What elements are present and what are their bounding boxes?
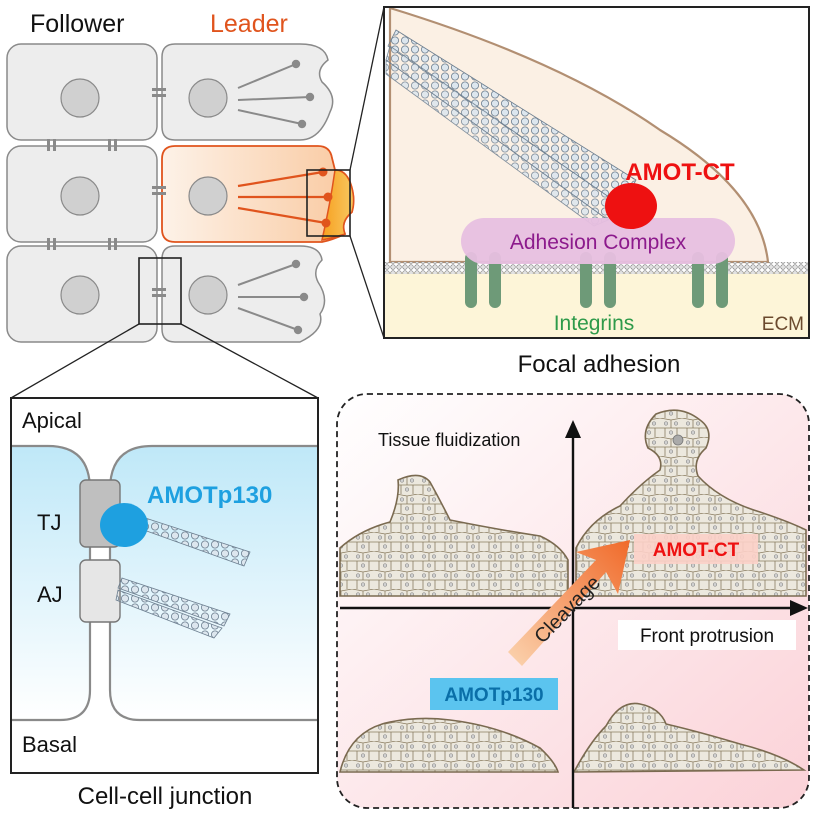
basal-label: Basal [22,732,77,757]
junction-caption: Cell-cell junction [78,783,253,810]
apical-label: Apical [22,408,82,433]
tissue-top-left [339,474,569,597]
junction-marks [47,88,166,297]
quadrant-frame [336,393,810,809]
junction-cell-right [110,446,318,720]
cell-sheet-panel: Follower Leader [6,6,385,399]
ecm-label: ECM [762,314,804,335]
tissue-bottom-right [572,702,807,773]
stress-fibers-leader [237,167,333,228]
amot-ct-dot [605,183,657,229]
stress-fibers-top [237,59,315,129]
x-axis-arrowhead [790,600,808,616]
tissue-bottom-left [338,717,560,773]
aj-label: AJ [37,582,63,607]
amotp130-dot [100,503,148,547]
junction-panel: AMOTp130 TJ AJ Apical Basal Cell-cell ju… [10,397,319,810]
amot-ct-badge [634,534,758,564]
quadrant-amot-ct-label: AMOT-CT [653,540,740,561]
adherens-junction [79,559,121,623]
amotp130-badge [430,678,558,710]
x-axis-label-box [618,620,796,650]
leader-label: Leader [210,10,288,38]
follower-label: Follower [30,10,124,38]
y-axis-arrowhead [565,420,581,438]
integrins [465,252,728,308]
adhesion-complex-label: Adhesion Complex [510,231,687,254]
follower-nucleus-middle [60,176,100,216]
zoom-line [180,323,319,399]
adhesion-complex [461,218,735,264]
junction-frame [10,397,319,774]
focal-adhesion-panel: Adhesion Complex AMOT-CT Integrins ECM F… [383,6,810,378]
leader-nucleus [188,176,228,216]
junction-cell-left [11,446,90,720]
quadrant-amotp130-label: AMOTp130 [444,685,543,706]
quadrant-panel: Tissue fluidization Front protrusion Cle… [336,393,810,809]
cleavage-arrow [508,540,630,666]
amot-ct-label: AMOT-CT [625,159,735,186]
tj-label: TJ [37,510,61,535]
protruding-cell-nucleus [672,434,684,446]
x-axis-label: Front protrusion [640,626,774,647]
y-axis-label: Tissue fluidization [378,430,520,450]
integrins-label: Integrins [554,312,635,335]
leader-cell-membrane-edge [388,6,770,264]
actin-bundle [385,29,637,227]
leader-cell-top [161,43,334,141]
stress-fibers-bottom [237,259,309,335]
zoom-line [349,235,385,339]
follower-nucleus-top [60,78,100,118]
focal-adhesion-caption: Focal adhesion [518,351,681,378]
leader-nucleus-top [188,78,228,118]
ecm-region [384,272,809,338]
focal-adhesion-frame [383,6,810,339]
amotp130-label: AMOTp130 [147,482,272,509]
focal-adhesion-zoom-box [306,169,351,237]
junction-actin-bottom [115,577,231,639]
follower-nucleus-bottom [60,275,100,315]
junction-zoom-box [138,257,182,325]
zoom-line [10,323,140,399]
zoom-line [349,6,385,171]
leader-nucleus-bottom [188,275,228,315]
